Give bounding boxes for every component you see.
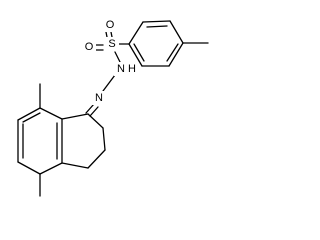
- bond-n-c1-b: [89, 106, 99, 117]
- bond-c3-c4: [87, 149, 106, 169]
- bond-ring-a6-a1: [128, 43, 143, 67]
- bond-n-c1-a: [85, 103, 95, 114]
- imine-nitrogen-label-bg: [92, 91, 106, 105]
- bond-ring-a3-a4: [169, 20, 184, 44]
- hydrogen-atom-label: H: [128, 63, 136, 75]
- bond-c4-c4a: [61, 162, 89, 169]
- sulfur-atom-label: S: [108, 38, 115, 50]
- chemical-structure-diagram: S O O N H N: [17, 18, 209, 197]
- bond-c6-c5: [17, 161, 41, 175]
- bond-ring-inner-3: [133, 43, 145, 62]
- bond-c5-c4a: [39, 162, 63, 175]
- toluene-ring: [128, 20, 209, 67]
- bond-s-o1-a: [105, 31, 108, 38]
- bond-c8a-c8: [39, 107, 63, 120]
- nh-nitrogen-atom-label: N: [117, 63, 125, 75]
- oxygen-atom-label-left: O: [85, 41, 94, 53]
- bond-arom-inner-1: [22, 112, 41, 123]
- sulfur-label-bg: [105, 37, 119, 51]
- bond-ring-a1-a2: [128, 21, 144, 45]
- tetrahydronaphthalene-core: [17, 83, 106, 197]
- bond-c8-c7: [17, 107, 41, 121]
- imine-nitrogen-atom-label: N: [95, 92, 103, 104]
- bond-c1-c2: [87, 113, 104, 129]
- bond-s-o1-b: [110, 31, 113, 38]
- hydrazone-linkage: [85, 74, 116, 117]
- bond-ring-inner-1: [146, 25, 168, 28]
- bond-ring-a2-a3: [142, 20, 171, 23]
- oxygen-atom-label-top: O: [106, 19, 115, 31]
- bond-c2-c3: [102, 127, 106, 151]
- bond-c8a-c1: [61, 113, 89, 120]
- atom-labels: S O O N H N: [82, 18, 136, 105]
- oxygen-2-label-bg: [82, 40, 96, 54]
- oxygen-1-label-bg: [103, 18, 117, 32]
- nh-nitrogen-label-bg: [114, 62, 128, 76]
- bond-ring-inner-2: [166, 43, 179, 62]
- bond-nh-n: [102, 74, 116, 92]
- bond-ring-a4-a5: [168, 42, 184, 67]
